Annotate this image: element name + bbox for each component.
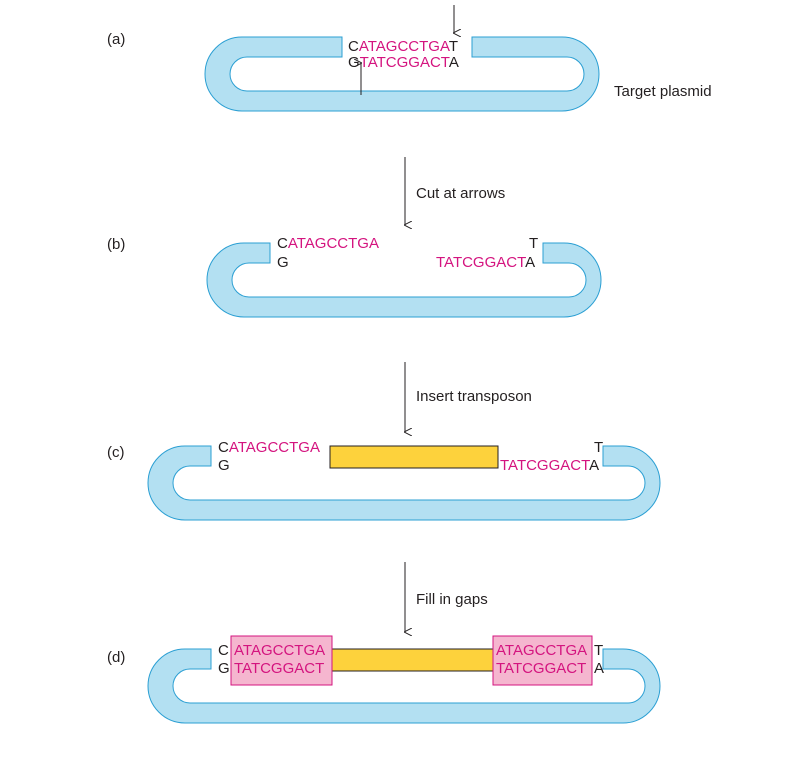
sequence-c-right-bottom: TATCGGACTA: [500, 457, 599, 474]
base-a-top-left: C: [348, 38, 359, 55]
seq-d-right-box-bottom: TATCGGACT: [496, 660, 586, 677]
panel-c: (c) CATAGCCTGA G T TATCGGACTA: [107, 439, 661, 521]
transposon-c: [329, 445, 499, 469]
base-d-left-top: C: [218, 642, 229, 659]
filled-gap-box-right: [492, 635, 593, 686]
step-2-label: Insert transposon: [416, 388, 532, 405]
filled-gap-box-left: [230, 635, 333, 686]
step-2: Insert transposon: [405, 362, 532, 432]
seq-c-left-top: ATAGCCTGA: [229, 439, 320, 456]
base-c-right-bottom: A: [589, 457, 599, 474]
base-c-left-bottom: G: [218, 457, 230, 474]
step-1: Cut at arrows: [405, 157, 505, 225]
sequence-b-right-bottom: TATCGGACTA: [436, 254, 535, 271]
seq-a-bottom: TATCGGACT: [360, 54, 450, 71]
step-3-label: Fill in gaps: [416, 591, 488, 608]
seq-d-right-box-top: ATAGCCTGA: [496, 642, 587, 659]
seq-b-left-top: ATAGCCTGA: [288, 235, 379, 252]
base-a-bottom-left: G: [348, 54, 360, 71]
target-plasmid-label: Target plasmid: [614, 83, 712, 100]
base-a-top-right: T: [449, 38, 458, 55]
base-b-right-bottom: A: [525, 254, 535, 271]
seq-b-right-bottom: TATCGGACT: [436, 254, 526, 271]
panel-d-label: (d): [107, 649, 125, 666]
seq-d-left-box-bottom: TATCGGACT: [234, 660, 324, 677]
base-d-left-bottom: G: [218, 660, 230, 677]
panel-c-label: (c): [107, 444, 125, 461]
base-d-right-top: T: [594, 642, 603, 659]
base-c-right-top: T: [594, 439, 603, 456]
base-b-right-top: T: [529, 235, 538, 252]
base-a-bottom-right: A: [449, 54, 459, 71]
panel-b: (b) CATAGCCTGA G T TATCGGACTA: [107, 235, 602, 318]
sequence-c-left-top: CATAGCCTGA: [218, 439, 320, 456]
panel-a: (a) CATAGCCTGAT GTATCGGACTA Target plasm…: [107, 5, 712, 112]
sequence-a-bottom: GTATCGGACTA: [348, 54, 459, 71]
seq-a-top: ATAGCCTGA: [359, 38, 450, 55]
transposon-d: [330, 648, 494, 672]
base-d-right-bottom: A: [594, 660, 604, 677]
step-1-label: Cut at arrows: [416, 185, 505, 202]
seq-c-right-bottom: TATCGGACT: [500, 457, 590, 474]
base-b-left-bottom: G: [277, 254, 289, 271]
panel-a-label: (a): [107, 31, 125, 48]
seq-d-left-box-top: ATAGCCTGA: [234, 642, 325, 659]
plasmid-ring-c: [147, 445, 661, 521]
plasmid-ring-a: [204, 36, 600, 112]
panel-d: (d) C G ATAGCCTGA TATCGGACT ATAGCCTGA TA…: [107, 635, 661, 724]
step-3: Fill in gaps: [405, 562, 488, 632]
base-b-left-top: C: [277, 235, 288, 252]
plasmid-ring-b: [206, 242, 602, 318]
sequence-a-top: CATAGCCTGAT: [348, 38, 458, 55]
sequence-b-left-top: CATAGCCTGA: [277, 235, 379, 252]
base-c-left-top: C: [218, 439, 229, 456]
panel-b-label: (b): [107, 236, 125, 253]
plasmid-ring-d: [147, 648, 661, 724]
